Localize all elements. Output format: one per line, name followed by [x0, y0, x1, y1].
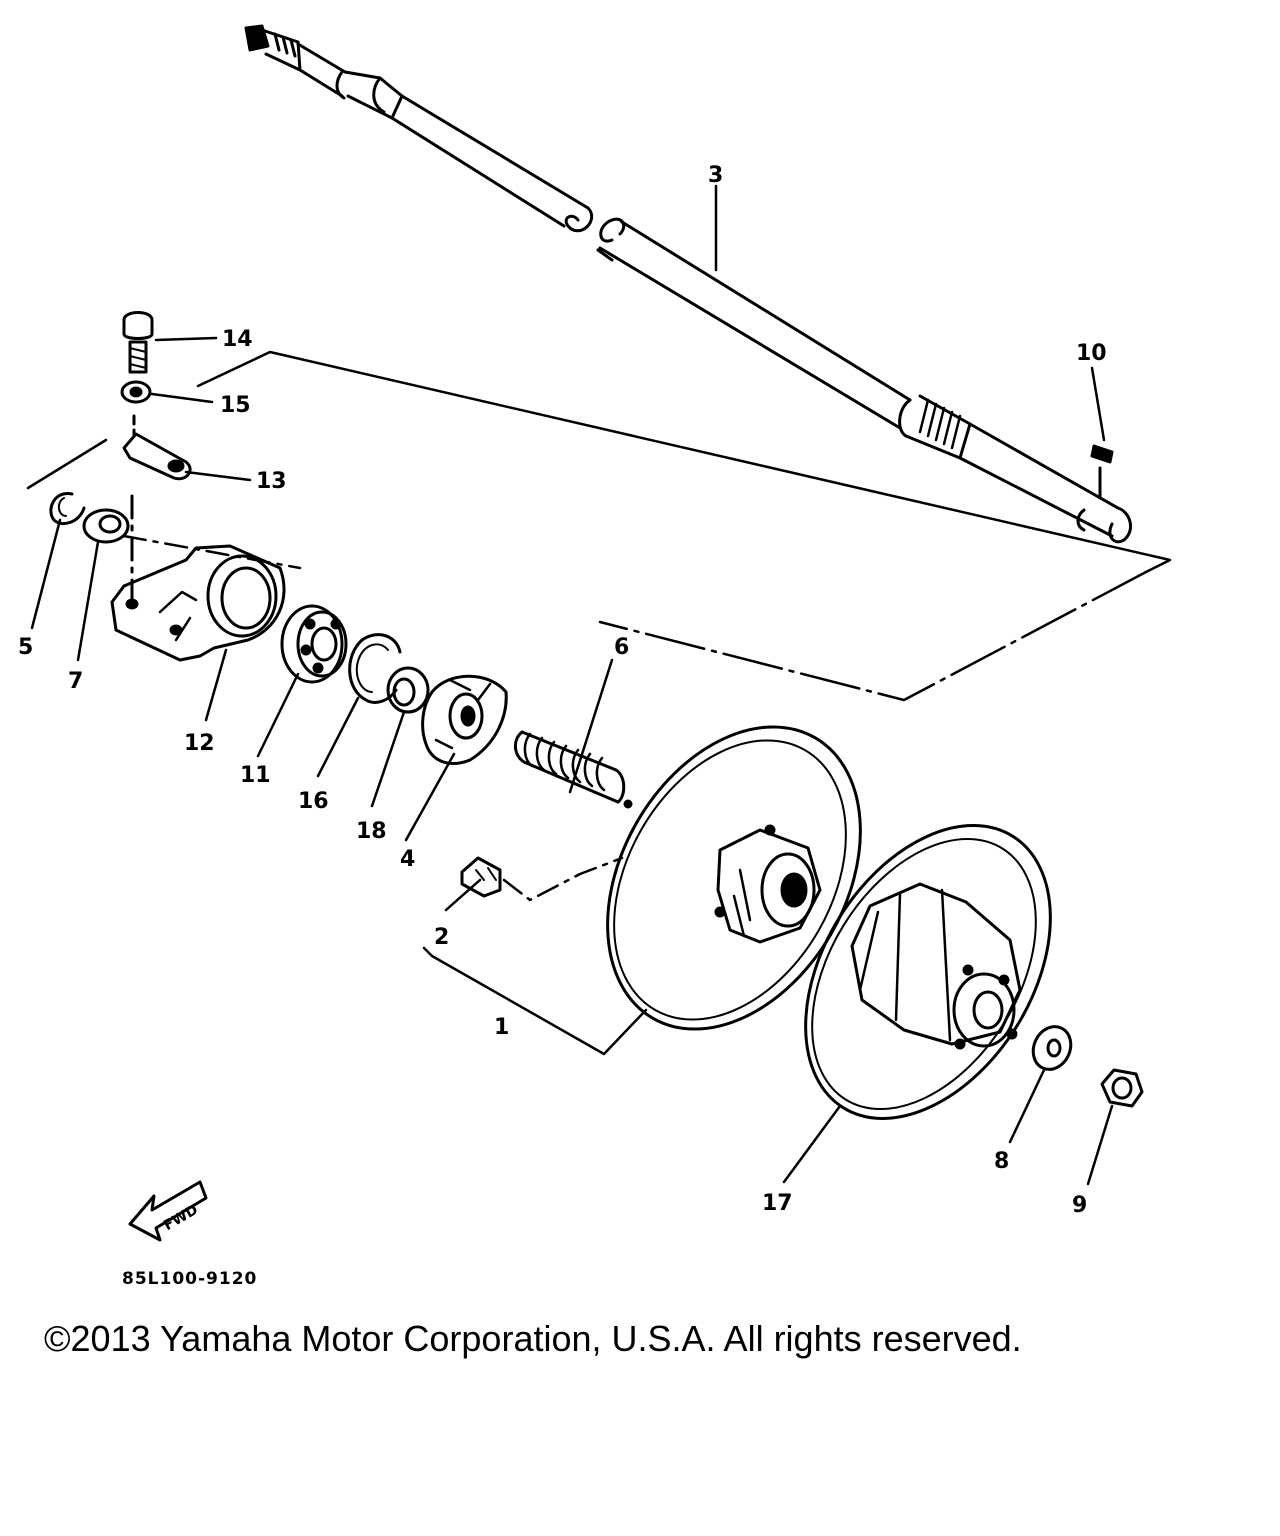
circlip-part-5: [49, 492, 86, 525]
bolt-part-14: [122, 311, 154, 374]
sheave-part-1: [606, 725, 862, 1031]
washer-part-15: [120, 380, 152, 404]
assembly-outline-upper: [26, 350, 1172, 702]
spring-part-6: [514, 730, 633, 809]
forward-marker-text: FWD: [161, 1202, 201, 1234]
part-label-7: 7: [68, 669, 83, 694]
part-label-4: 4: [400, 847, 415, 872]
exploded-view-drawing: FWD 3 14 15 13 10 5 7 12 11 16 18 4 6 2 …: [18, 24, 1172, 1289]
drawing-code: 85L100-9120: [122, 1269, 257, 1289]
seal-part-7: [82, 508, 302, 570]
part-label-6: 6: [614, 635, 629, 660]
housing-part-12: [110, 544, 286, 662]
key-part-10: [1090, 444, 1114, 500]
shaft-part-3: [244, 24, 1133, 544]
part-label-9: 9: [1072, 1193, 1087, 1218]
part-label-18: 18: [356, 819, 387, 844]
part-label-5: 5: [18, 635, 33, 660]
part-label-8: 8: [994, 1149, 1009, 1174]
part-labels: 3 14 15 13 10 5 7 12 11 16 18 4 6 2 1 17…: [18, 163, 1107, 1289]
part-label-1: 1: [494, 1015, 509, 1040]
part-label-10: 10: [1076, 341, 1107, 366]
part-label-14: 14: [222, 327, 253, 352]
nut-part-9: [1100, 1068, 1144, 1108]
assembly-bracket-part-1: [422, 946, 648, 1056]
copyright-notice: ©2013 Yamaha Motor Corporation, U.S.A. A…: [44, 1318, 1022, 1359]
sheave-part-17: [804, 824, 1052, 1120]
circlip-part-16: [348, 633, 402, 704]
bushing-part-18: [386, 666, 430, 714]
part-label-16: 16: [298, 789, 329, 814]
part-label-12: 12: [184, 731, 215, 756]
part-label-13: 13: [256, 469, 287, 494]
part-label-2: 2: [434, 925, 449, 950]
cam-part-4: [421, 674, 508, 765]
leader-lines: [30, 184, 1114, 1186]
screw-part-2: [460, 856, 624, 902]
washer-part-8: [1031, 1025, 1073, 1071]
forward-arrow-icon: FWD: [128, 1180, 208, 1242]
part-label-11: 11: [240, 763, 271, 788]
bearing-part-11: [280, 604, 348, 684]
part-label-3: 3: [708, 163, 723, 188]
part-label-15: 15: [220, 393, 251, 418]
part-label-17: 17: [762, 1191, 793, 1216]
